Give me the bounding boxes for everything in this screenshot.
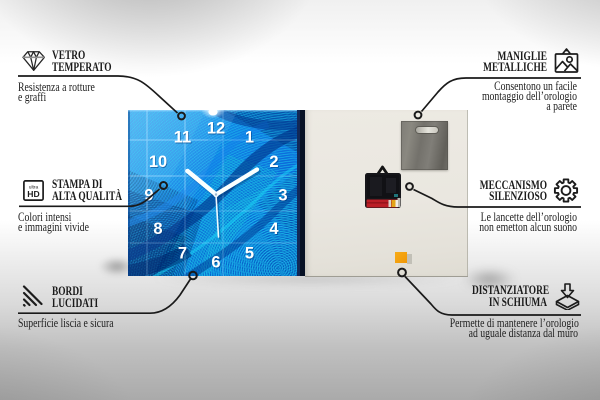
svg-text:6: 6 xyxy=(211,254,220,272)
svg-text:7: 7 xyxy=(178,245,187,263)
svg-text:12: 12 xyxy=(207,120,225,138)
svg-text:2: 2 xyxy=(269,153,278,171)
svg-text:ultra: ultra xyxy=(28,185,38,191)
svg-text:11: 11 xyxy=(175,130,192,148)
svg-text:HD: HD xyxy=(27,189,39,199)
svg-text:3: 3 xyxy=(278,187,287,205)
svg-text:11: 11 xyxy=(174,129,191,147)
svg-text:6: 6 xyxy=(212,255,221,273)
svg-text:10: 10 xyxy=(149,153,167,171)
svg-text:4: 4 xyxy=(270,221,280,239)
svg-text:1: 1 xyxy=(246,130,255,148)
svg-text:2: 2 xyxy=(270,154,279,172)
svg-text:8: 8 xyxy=(154,221,163,239)
svg-text:12: 12 xyxy=(208,121,226,139)
svg-text:5: 5 xyxy=(245,245,254,263)
svg-text:10: 10 xyxy=(150,154,168,172)
svg-text:7: 7 xyxy=(179,246,188,264)
svg-text:3: 3 xyxy=(279,188,288,206)
svg-text:8: 8 xyxy=(153,220,162,238)
svg-text:9: 9 xyxy=(144,187,153,205)
svg-text:4: 4 xyxy=(269,220,279,238)
svg-text:1: 1 xyxy=(245,129,254,147)
svg-text:5: 5 xyxy=(246,246,255,264)
